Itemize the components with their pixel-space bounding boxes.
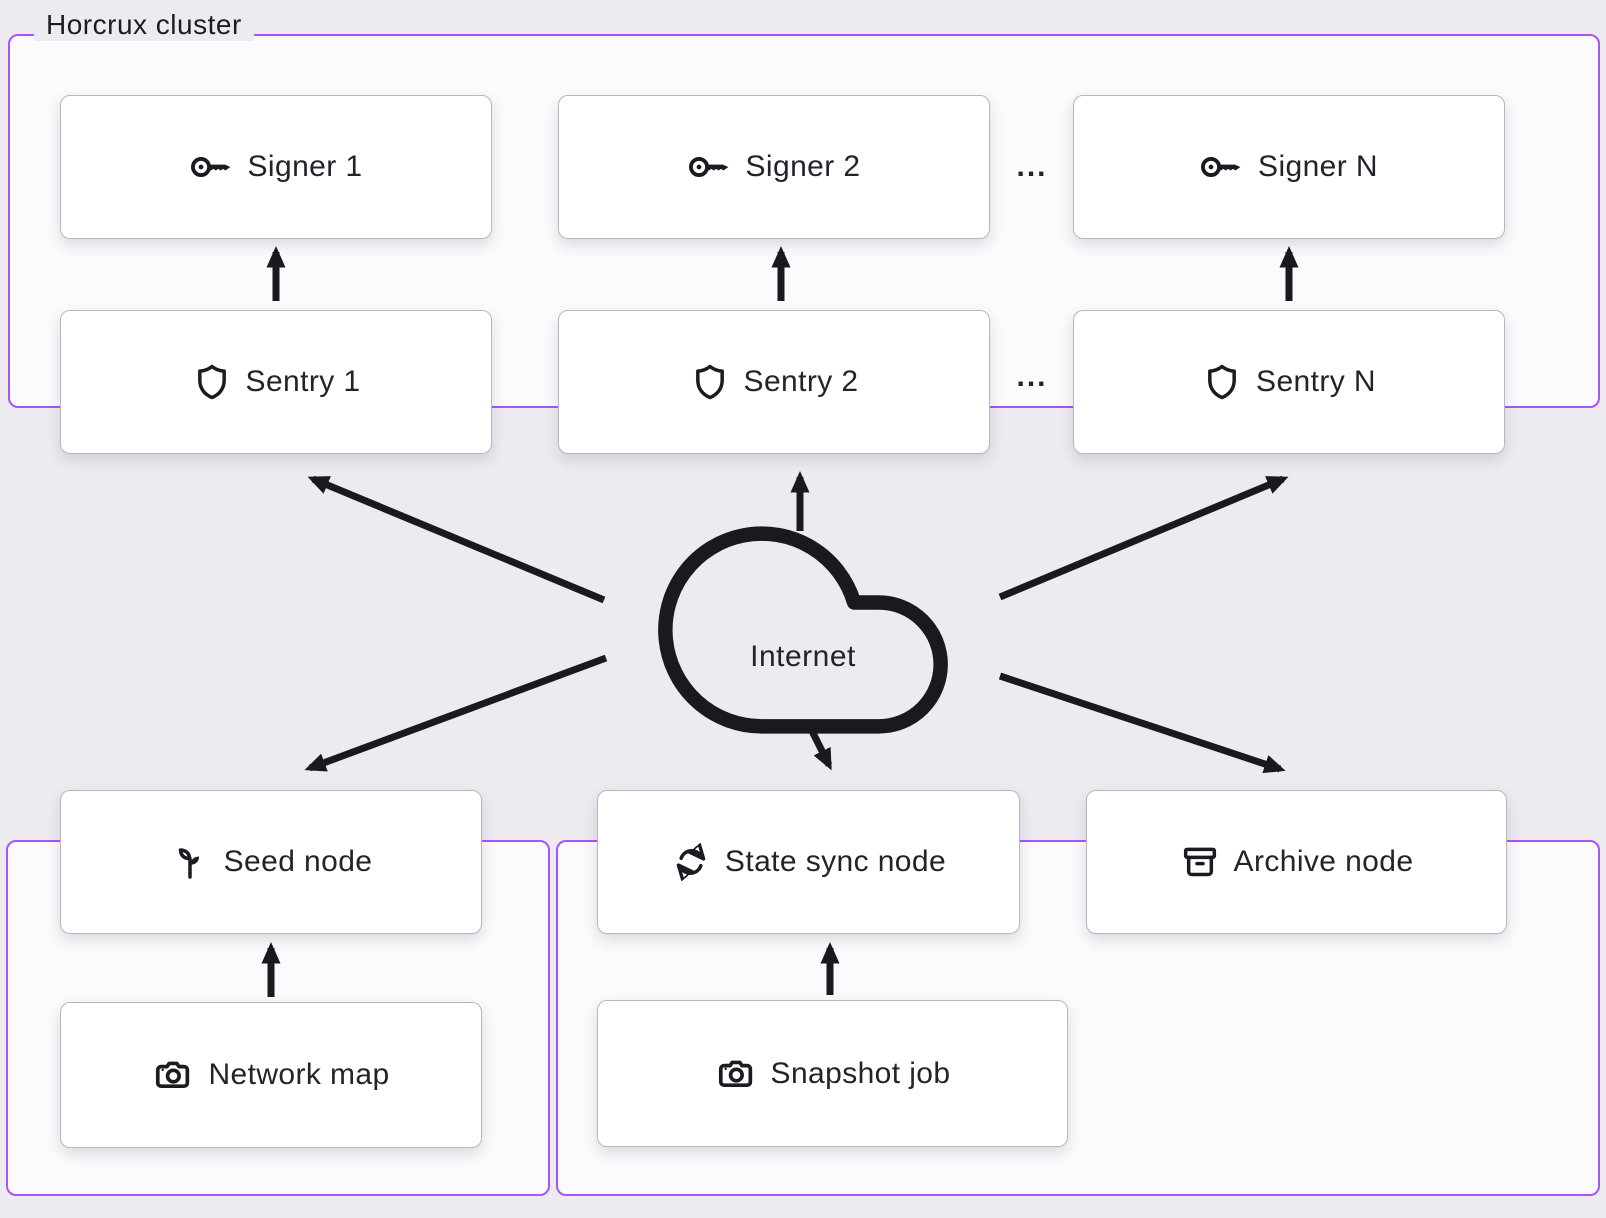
node-label: Sentry N [1256, 365, 1376, 398]
shield-icon [695, 364, 724, 400]
key-icon [1201, 157, 1241, 177]
node-network-map: Network map [60, 1002, 482, 1148]
camera-icon [718, 1060, 752, 1087]
key-icon [190, 157, 230, 177]
shield-icon [1208, 364, 1236, 400]
signer-row-ellipsis: ... [1016, 150, 1048, 183]
cluster-legend: Horcrux cluster [34, 9, 254, 41]
arrow-internet-archive [998, 672, 1286, 774]
cloud-icon [658, 526, 948, 734]
node-sentry-1: Sentry 1 [60, 310, 492, 454]
node-label: Signer 2 [745, 150, 861, 183]
node-snapshot-job: Snapshot job [597, 1000, 1068, 1147]
node-archive: Archive node [1086, 790, 1507, 934]
sprout-icon [178, 848, 199, 879]
arrow-internet-seed [304, 654, 608, 772]
node-sentry-n: Sentry N [1073, 310, 1505, 454]
arrow-internet-sentry1 [307, 475, 606, 604]
node-label: Seed node [223, 845, 373, 878]
node-signer-1: Signer 1 [60, 95, 492, 239]
node-signer-2: Signer 2 [558, 95, 990, 239]
key-icon [688, 157, 728, 177]
arrow-internet-sentryN [998, 475, 1289, 601]
internet-cloud: Internet [658, 524, 948, 736]
node-label: Signer 1 [247, 150, 363, 183]
node-label: Signer N [1258, 150, 1378, 183]
node-label: Network map [208, 1058, 390, 1091]
camera-icon [156, 1061, 190, 1089]
node-seed: Seed node [60, 790, 482, 934]
shield-icon [197, 364, 226, 400]
node-sentry-2: Sentry 2 [558, 310, 990, 454]
node-label: Snapshot job [770, 1056, 951, 1090]
sentry-row-ellipsis: ... [1016, 360, 1048, 393]
archive-icon [1183, 847, 1216, 877]
node-label: Archive node [1233, 845, 1414, 878]
internet-label: Internet [750, 640, 856, 673]
sync-icon [671, 842, 711, 882]
node-state-sync: State sync node [597, 790, 1020, 934]
node-label: Sentry 1 [245, 365, 361, 398]
node-signer-n: Signer N [1073, 95, 1505, 239]
node-label: Sentry 2 [743, 365, 859, 398]
node-label: State sync node [724, 845, 947, 878]
